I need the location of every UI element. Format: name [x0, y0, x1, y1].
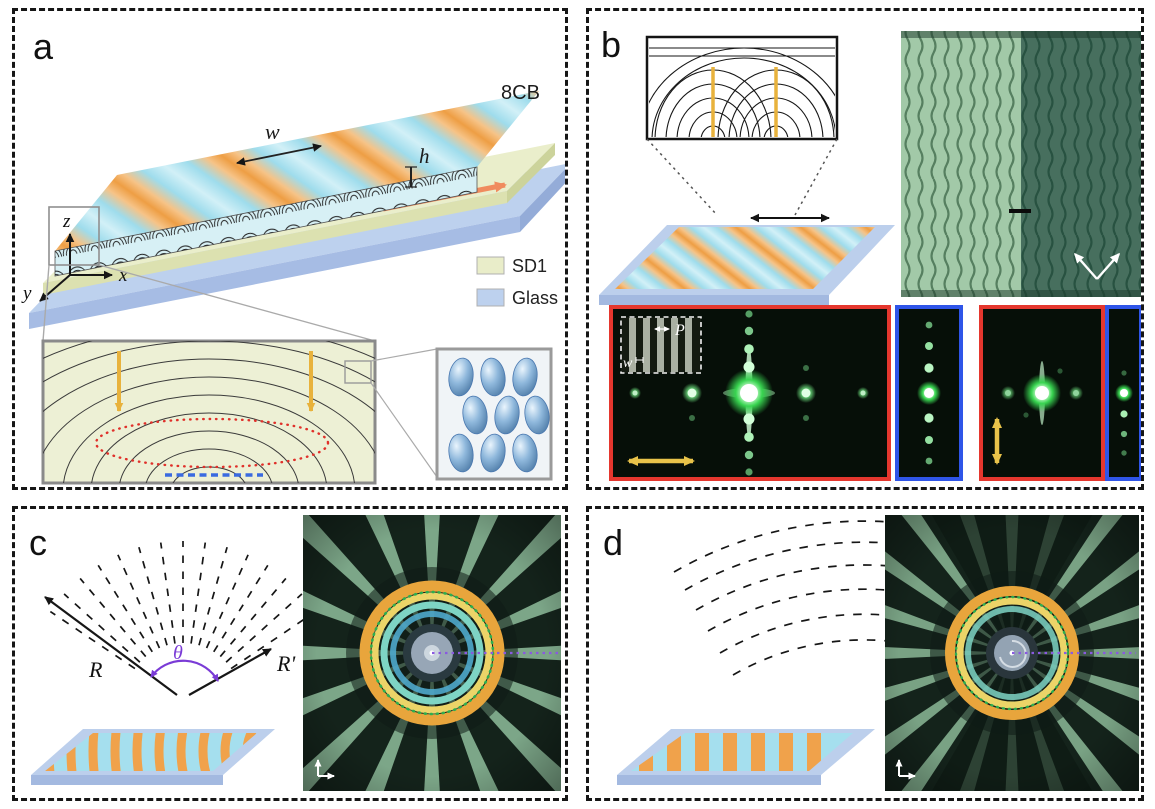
- stripe-width-annotation: w: [236, 119, 322, 166]
- molecule-connector-top: [370, 348, 438, 362]
- panel-label: a: [33, 26, 54, 67]
- scale-corner-mark: [895, 759, 916, 780]
- molecule-zoom-box: [344, 360, 372, 384]
- panel-label: d: [603, 522, 623, 563]
- material-label: 8CB: [501, 82, 540, 104]
- dislocation-loop-dotted: [94, 417, 330, 469]
- zoom-region-box: [48, 206, 100, 266]
- stripe-height-annotation: h: [405, 144, 430, 188]
- legend: SD1 Glass: [476, 256, 558, 308]
- stripe-width-label: w: [265, 119, 280, 144]
- axis-y-label: y: [21, 283, 32, 304]
- width-ticks-icon: [635, 357, 644, 363]
- dotted-ring: [954, 595, 1070, 711]
- zigzag-grating-3d: [599, 213, 895, 305]
- radius-prime-label: R': [276, 651, 295, 676]
- panel-a-canvas: a w: [21, 26, 565, 485]
- inset-period-label: P: [674, 322, 685, 339]
- molecule-connector-bottom: [370, 382, 438, 478]
- radius-label: R: [88, 657, 103, 682]
- period-inset: P w: [620, 316, 702, 374]
- angle-arc: [150, 659, 219, 682]
- scale-corner-mark: [314, 759, 335, 780]
- director-field-fan: [49, 540, 317, 670]
- legend-swatch-sd1: [476, 256, 505, 275]
- diffraction-strip-2: [1105, 305, 1141, 481]
- radius-prime-arrow: [188, 648, 272, 696]
- pom-radial-image: [303, 515, 561, 791]
- pom-micrograph: [901, 31, 1141, 297]
- director-cross-section-inset: [41, 339, 377, 485]
- zoom-dotted-left: [646, 138, 718, 216]
- panel-b-canvas: b: [599, 24, 1141, 481]
- legend-swatch-glass: [476, 288, 505, 307]
- smectic-molecules-inset: [435, 347, 553, 481]
- panel-a: a w: [12, 8, 568, 490]
- scale-bar: [1009, 209, 1031, 213]
- legend-label-sd1: SD1: [512, 256, 547, 276]
- striped-grating-3d: [54, 91, 539, 277]
- inset-stripe-texture: [629, 318, 692, 372]
- panel-d: d: [586, 506, 1144, 801]
- pom-dark-half: [1021, 31, 1141, 297]
- diffraction-strip-1: [895, 305, 963, 481]
- pom-radial-image: [885, 515, 1139, 791]
- diffraction-spots-1: [629, 310, 869, 476]
- polarizer-arrows-icon: [1074, 252, 1120, 280]
- legend-label-glass: Glass: [512, 288, 558, 308]
- axis-x-label: x: [118, 265, 128, 286]
- straight-grating-3d: [617, 729, 875, 785]
- panel-b: b: [586, 8, 1144, 490]
- diffraction-image-1: P w: [609, 305, 891, 481]
- diffraction-image-2: [979, 305, 1105, 481]
- angle-label: θ: [173, 642, 183, 664]
- zoom-connector-left: [42, 264, 50, 342]
- panel-label: c: [29, 522, 47, 563]
- coordinate-axes: [39, 233, 113, 302]
- stripe-width-arrow-icon: [236, 143, 322, 166]
- panel-c-canvas: c R R' θ: [29, 515, 561, 791]
- panel-c: c R R' θ: [12, 506, 568, 801]
- zoom-connector-right: [98, 264, 376, 342]
- inset-width-label: w: [623, 356, 633, 371]
- axis-z-label: z: [62, 211, 71, 232]
- panel-d-canvas: d: [603, 515, 1139, 791]
- panel-label: b: [601, 24, 621, 65]
- grating-cross-section-edge: [55, 167, 477, 276]
- zoom-dotted-right: [794, 138, 838, 216]
- center-spiral: [999, 639, 1027, 668]
- stripe-height-label: h: [419, 144, 430, 168]
- director-schematic: [645, 35, 839, 141]
- axis-y-arrow: [39, 274, 71, 302]
